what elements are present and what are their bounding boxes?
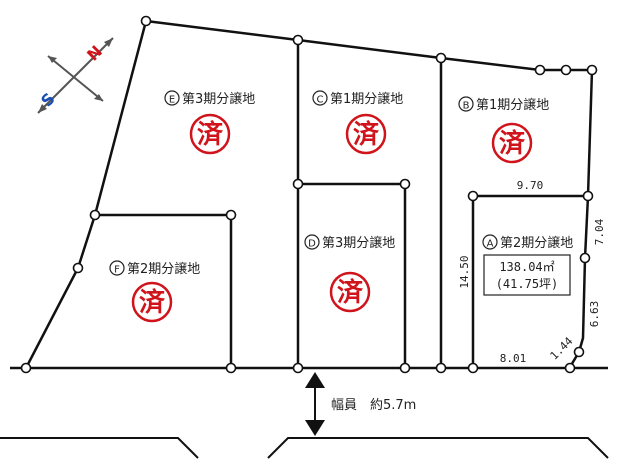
lot-letter-circle	[109, 260, 125, 276]
survey-point	[292, 34, 304, 46]
lot-letter-circle	[482, 234, 498, 250]
survey-point	[573, 346, 585, 358]
lot-label: 第3期分譲地	[322, 235, 395, 251]
lot-d: D 第3期分譲地 済	[304, 234, 395, 313]
survey-point	[586, 64, 598, 76]
sold-stamp-icon	[491, 122, 533, 164]
sold-stamp-icon	[189, 113, 231, 155]
area-box	[483, 254, 571, 296]
compass-arrow-icon	[48, 56, 57, 63]
survey-point	[292, 362, 304, 374]
road: 幅員 約5.7m	[0, 372, 609, 459]
lot-a: A 第2期分譲地 138.04㎡ (41.75坪)	[482, 234, 573, 296]
sold-stamp-icon	[329, 271, 371, 313]
road-curb-left	[0, 437, 199, 459]
road-curb-right	[267, 437, 609, 459]
compass-arrow-icon	[38, 104, 47, 113]
lot-b: B 第1期分譲地 済	[458, 96, 549, 164]
dimension-bottom: 8.01	[500, 352, 527, 365]
survey-point	[534, 64, 546, 76]
survey-point	[582, 190, 594, 202]
survey-point	[560, 64, 572, 76]
divider-line	[298, 182, 407, 368]
survey-point	[435, 362, 447, 374]
survey-point	[292, 178, 304, 190]
compass-arrow-icon	[94, 94, 103, 101]
lot-label: 第2期分譲地	[500, 235, 573, 251]
sold-stamp-text: 済	[139, 287, 166, 318]
lot-letter: A	[487, 239, 494, 250]
survey-point	[89, 209, 101, 221]
lot-f: F 第2期分譲地 済	[109, 260, 200, 323]
survey-point	[467, 190, 479, 202]
dimension-top: 9.70	[517, 179, 544, 192]
lot-letter: C	[317, 95, 324, 106]
survey-point	[399, 178, 411, 190]
dimension-right-upper: 7.04	[593, 218, 606, 245]
sold-stamp-text: 済	[499, 128, 526, 159]
survey-point	[72, 262, 84, 274]
survey-point	[564, 362, 576, 374]
survey-point	[399, 362, 411, 374]
area-sqm: 138.04㎡	[499, 260, 554, 274]
compass-arrow-icon	[104, 38, 113, 47]
lot-boundaries	[10, 19, 608, 370]
survey-point	[467, 362, 479, 374]
lot-letter: D	[308, 239, 316, 250]
dimension-corner: 1.44	[548, 334, 576, 362]
sold-stamp-icon	[131, 281, 173, 323]
sold-stamp-text: 済	[353, 119, 380, 150]
compass-ne-axis	[37, 37, 114, 114]
lot-letter: E	[169, 95, 175, 106]
area-tsubo: (41.75坪)	[496, 277, 559, 291]
lot-letter-circle	[458, 96, 474, 112]
dimension-right-lower: 6.63	[588, 301, 601, 328]
outer-boundary	[24, 19, 592, 369]
arrow-up-icon	[305, 372, 325, 388]
compass-nw-axis	[47, 55, 104, 102]
lot-label: 第1期分譲地	[476, 97, 549, 113]
lot-label: 第1期分譲地	[330, 91, 403, 107]
lot-letter: B	[463, 101, 470, 112]
compass-south-letter: S	[37, 89, 59, 111]
sold-stamp-text: 済	[197, 119, 224, 150]
survey-point	[225, 362, 237, 374]
survey-point	[20, 362, 32, 374]
sold-stamp-text: 済	[337, 277, 364, 308]
lot-letter-circle	[164, 90, 180, 106]
lot-e: E 第3期分譲地 済	[164, 90, 255, 155]
lot-letter-circle	[304, 234, 320, 250]
road-width-label: 幅員 約5.7m	[331, 398, 416, 413]
sold-stamp-icon	[345, 113, 387, 155]
survey-point	[225, 209, 237, 221]
lot-label: 第3期分譲地	[182, 91, 255, 107]
lot-letter-circle	[312, 90, 328, 106]
lot-label: 第2期分譲地	[127, 261, 200, 277]
survey-point	[579, 252, 591, 264]
lot-c: C 第1期分譲地 済	[312, 90, 403, 155]
survey-points	[20, 15, 598, 374]
dimension-left: 14.50	[458, 255, 471, 288]
compass-north-letter: N	[83, 42, 106, 65]
lot-letter: F	[114, 265, 120, 276]
survey-point	[140, 15, 152, 27]
arrow-down-icon	[305, 420, 325, 436]
survey-point	[435, 52, 447, 64]
compass: N S	[37, 37, 114, 114]
